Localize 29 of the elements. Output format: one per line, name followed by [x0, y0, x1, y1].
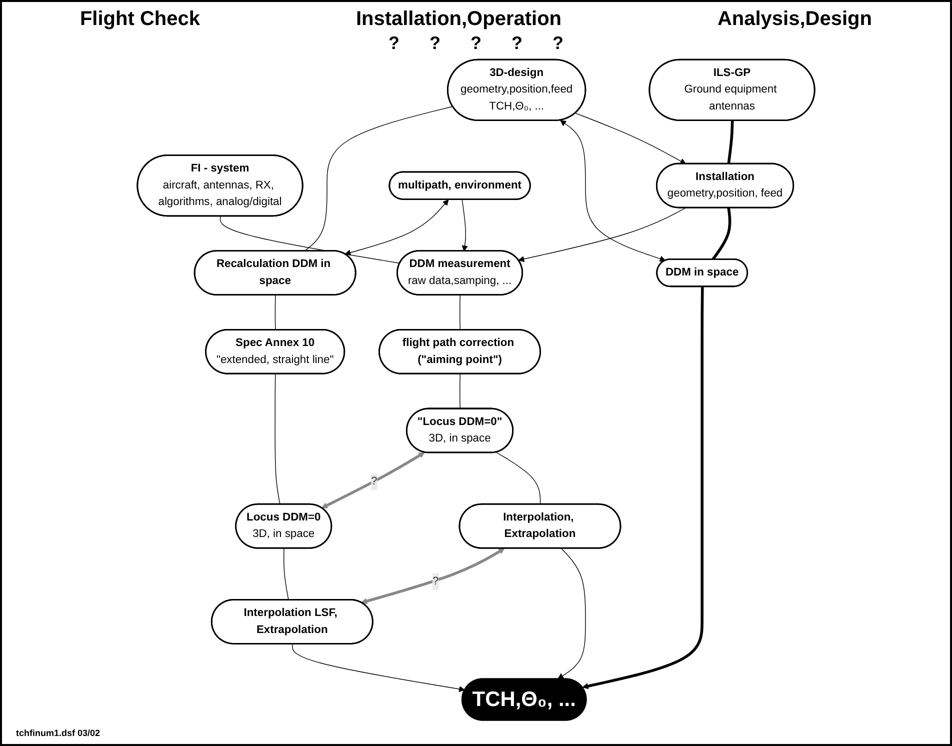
- question-mark: ?: [388, 33, 400, 54]
- connector: [220, 216, 400, 264]
- edge-label: ?: [371, 476, 378, 488]
- arrow: [558, 548, 586, 680]
- question-mark: ?: [430, 33, 440, 54]
- connector: [304, 106, 454, 252]
- connector: [274, 374, 280, 505]
- arrow: [344, 199, 449, 256]
- arrow: [321, 452, 425, 508]
- question-mark: ?: [552, 33, 564, 54]
- connector: [496, 452, 541, 505]
- question-mark: ?: [470, 33, 482, 54]
- file-note: tchfinum1.dsf 03/02: [16, 728, 100, 738]
- column-heading: Analysis,Design: [717, 8, 872, 31]
- arrow: [292, 644, 465, 692]
- column-heading: Installation,Operation: [356, 8, 562, 31]
- arrow: [560, 120, 666, 262]
- connector: [727, 120, 734, 164]
- edge-label: ?: [432, 575, 439, 588]
- connector: [712, 208, 732, 260]
- arrow: [462, 199, 468, 252]
- arrow: [361, 548, 505, 604]
- column-heading: Flight Check: [80, 8, 200, 31]
- connector: [274, 294, 276, 330]
- arrow: [518, 208, 686, 262]
- connector: [284, 548, 289, 600]
- arrow: [575, 112, 686, 164]
- arrow: [582, 286, 704, 690]
- question-mark: ?: [512, 33, 522, 54]
